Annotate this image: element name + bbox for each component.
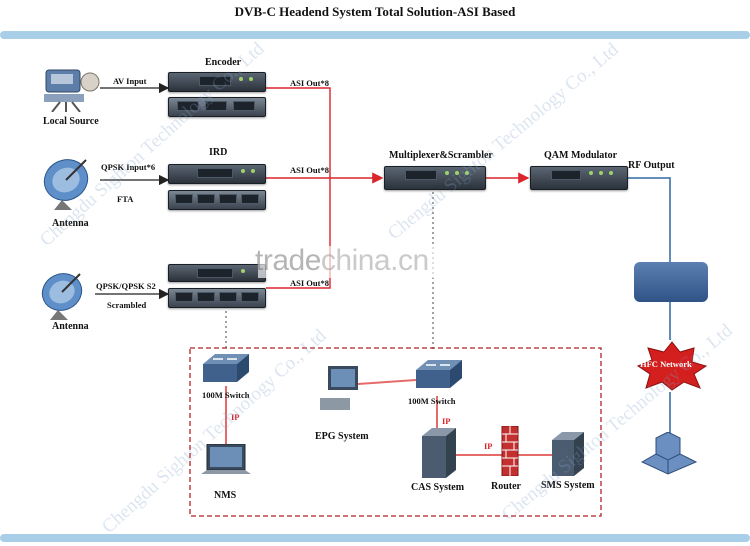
switch-icon — [416, 360, 462, 388]
asi-out-3-label: ASI Out*8 — [290, 278, 329, 288]
ip-1-label: IP — [231, 412, 240, 422]
tradechina-watermark: tradechina.cn — [255, 244, 429, 277]
fta-label: FTA — [117, 194, 134, 204]
ip-2-label: IP — [442, 416, 451, 426]
top-band — [0, 31, 750, 39]
scrambled-ird-device-front — [168, 264, 266, 282]
asi-line-bottom — [266, 178, 331, 289]
satellite-dish-icon — [43, 159, 89, 210]
encoder-label: Encoder — [205, 57, 242, 68]
ird-device-rear — [168, 190, 266, 210]
encoder-device-rear — [168, 97, 266, 117]
switch-left-label: 100M Switch — [202, 390, 250, 400]
scrambled-label: Scrambled — [107, 300, 147, 310]
encoder-device-front — [168, 72, 266, 92]
cas-label: CAS System — [411, 482, 465, 493]
epg-to-switch-line — [357, 379, 417, 385]
rf-output-line — [626, 177, 671, 262]
scrambled-ird-device-rear — [168, 288, 266, 308]
epg-computer-icon — [320, 366, 358, 410]
multiplexer-device — [384, 166, 486, 190]
hfc-network-icon — [636, 341, 708, 391]
optical-transmitter-device — [634, 262, 708, 302]
hfc-network-label: HFC Network — [640, 359, 692, 369]
watermark-fade — [258, 246, 498, 278]
router-firewall-icon — [501, 426, 519, 476]
asi-out-2-label: ASI Out*8 — [290, 165, 329, 175]
epg-label: EPG System — [315, 431, 369, 442]
multiplexer-label: Multiplexer&Scrambler — [389, 150, 493, 161]
switch-right-label: 100M Switch — [408, 396, 456, 406]
asi-line-encoder — [266, 87, 331, 178]
local-source-icon — [44, 69, 100, 112]
antenna-1-label: Antenna — [52, 218, 89, 229]
local-source-label: Local Source — [43, 116, 99, 127]
nms-label: NMS — [214, 490, 237, 501]
bottom-band — [0, 534, 750, 542]
management-frame — [189, 347, 602, 517]
server-icon — [552, 432, 584, 476]
satellite-dish-icon — [41, 273, 83, 320]
laptop-icon — [201, 444, 251, 474]
rf-output-label: RF Output — [628, 160, 675, 171]
qpsk-s2-label: QPSK/QPSK S2 — [96, 281, 156, 291]
av-input-label: AV Input — [113, 76, 147, 86]
switch-icon — [203, 354, 249, 382]
ird-device-front — [168, 164, 266, 184]
server-icon — [422, 428, 456, 478]
ird-label: IRD — [209, 147, 228, 158]
diagram-title: DVB-C Headend System Total Solution-ASI … — [234, 4, 516, 19]
sms-label: SMS System — [541, 480, 595, 491]
ip-3-label: IP — [484, 441, 493, 451]
router-label: Router — [491, 481, 521, 492]
qpsk-input-label: QPSK Input*6 — [101, 162, 156, 172]
buildings-icon — [640, 432, 698, 475]
antenna-2-label: Antenna — [52, 321, 89, 332]
qam-label: QAM Modulator — [544, 150, 618, 161]
qam-modulator-device — [530, 166, 628, 190]
asi-out-1-label: ASI Out*8 — [290, 78, 329, 88]
